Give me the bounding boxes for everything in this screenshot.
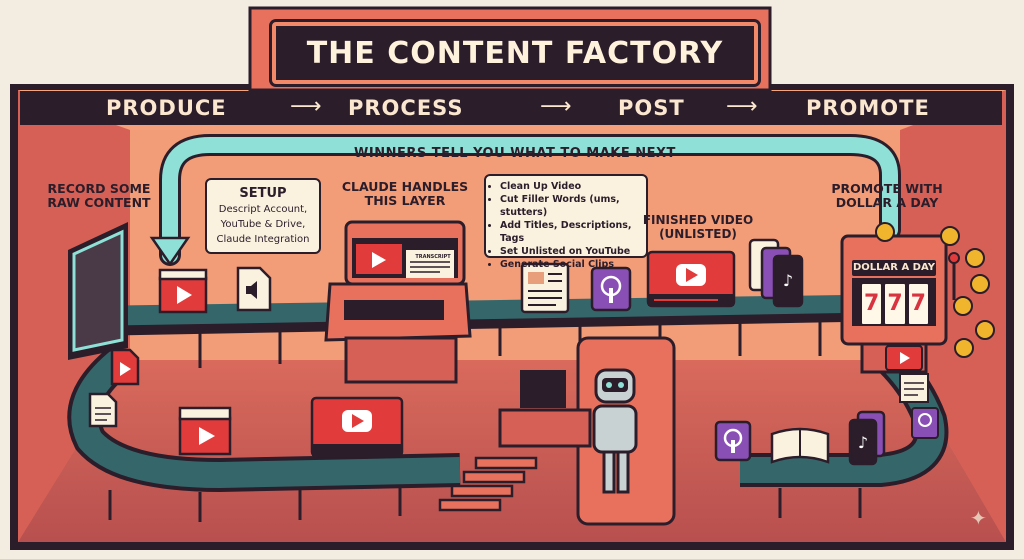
- promote-label: PROMOTE WITH DOLLAR A DAY: [831, 181, 943, 211]
- svg-text:♪: ♪: [783, 271, 793, 290]
- robot-icon: [592, 368, 638, 494]
- play-icon: [110, 348, 140, 386]
- podcast-icon: [714, 420, 752, 462]
- document-icon: [899, 373, 929, 403]
- arrow-icon: ⟶: [540, 94, 572, 119]
- stage-promote: PROMOTE: [806, 96, 930, 120]
- slot-reel: 7: [906, 282, 930, 326]
- title-sign: THE CONTENT FACTORY: [272, 22, 758, 84]
- youtube-video-icon: [310, 396, 404, 458]
- tasks-card: Clean Up Video Cut Filler Words (ums, st…: [484, 174, 648, 270]
- slot-reel: 7: [860, 282, 884, 326]
- clapperboard-icon: [178, 406, 232, 456]
- podcast-icon: [911, 407, 939, 439]
- record-label: RECORD SOME RAW CONTENT: [47, 181, 151, 211]
- stage-process: PROCESS: [348, 96, 464, 120]
- book-icon: [770, 427, 830, 464]
- setup-line: Descript Account,: [218, 204, 308, 215]
- tiktok-icon: ♪: [848, 410, 886, 466]
- coin-icon: [875, 222, 995, 358]
- phone-stack-icon: ♪: [748, 238, 804, 308]
- arrow-icon: ⟶: [726, 94, 758, 119]
- record-monitor: [68, 222, 128, 360]
- task-item: Set Unlisted on YouTube: [500, 245, 646, 258]
- clapperboard-icon: [158, 268, 208, 314]
- svg-text:♪: ♪: [858, 433, 868, 452]
- setup-heading: SETUP: [239, 186, 287, 201]
- task-item: Generate Social Clips: [500, 258, 646, 271]
- setup-line: YouTube & Drive,: [220, 219, 306, 230]
- podcast-icon: [590, 266, 632, 312]
- stage-banner: PRODUCE ⟶ PROCESS ⟶ POST ⟶ PROMOTE: [20, 91, 1002, 125]
- task-list: Clean Up Video Cut Filler Words (ums, st…: [486, 180, 646, 271]
- sparkle-icon: ✦: [970, 506, 987, 530]
- processing-machine: [324, 220, 472, 384]
- stage-produce: PRODUCE: [106, 96, 227, 120]
- task-item: Clean Up Video: [500, 180, 646, 193]
- setup-line: Claude Integration: [216, 234, 310, 245]
- arrow-icon: ⟶: [290, 94, 322, 119]
- setup-card: SETUP Descript Account, YouTube & Drive,…: [205, 178, 321, 254]
- document-icon: [520, 262, 570, 314]
- audio-file-icon: [236, 266, 272, 312]
- document-icon: [88, 392, 118, 428]
- task-item: Cut Filler Words (ums, stutters): [500, 193, 646, 219]
- slot-machine-title: DOLLAR A DAY: [852, 260, 936, 276]
- task-item: Add Titles, Descriptions, Tags: [500, 219, 646, 245]
- youtube-video-icon: [885, 345, 923, 371]
- finished-video-label: FINISHED VIDEO (UNLISTED): [642, 213, 754, 241]
- feedback-loop-label: WINNERS TELL YOU WHAT TO MAKE NEXT: [354, 146, 676, 161]
- staircase: [438, 456, 538, 512]
- youtube-video-icon: [646, 250, 736, 308]
- transcript-label: TRANSCRIPT: [415, 254, 451, 260]
- slot-reel: 7: [883, 282, 907, 326]
- page-title: THE CONTENT FACTORY: [306, 35, 724, 71]
- slot-reels: 7 7 7: [860, 282, 930, 326]
- stage-post: POST: [618, 96, 685, 120]
- claude-label: CLAUDE HANDLES THIS LAYER: [341, 179, 469, 209]
- feedback-loop-arrow: [149, 134, 901, 267]
